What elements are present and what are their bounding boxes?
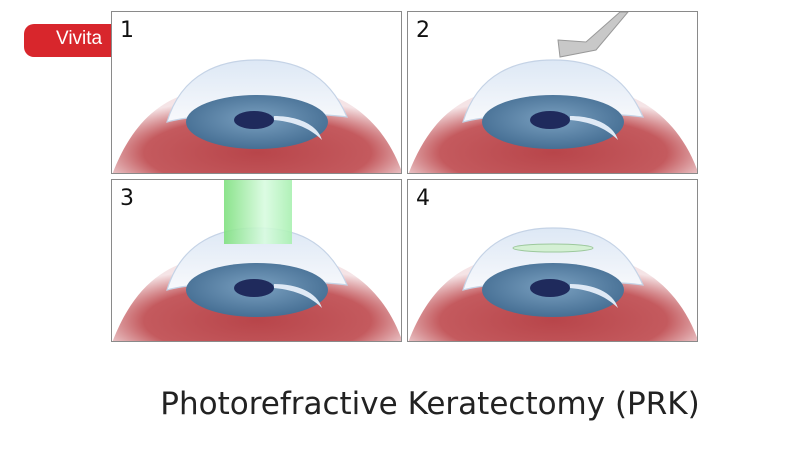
step-panel-3: 3 — [111, 179, 402, 342]
step-panel-1: 1 — [111, 11, 402, 174]
eye-illustration — [112, 180, 401, 341]
step-number: 2 — [416, 18, 430, 43]
step-panel-2: 2 — [407, 11, 698, 174]
step-panel-4: 4 — [407, 179, 698, 342]
step-number: 3 — [120, 186, 134, 211]
brand-logo-text: Vivita — [56, 28, 103, 49]
laser-beam — [224, 180, 292, 244]
contact-lens — [512, 243, 594, 253]
diagram-title: Photorefractive Keratectomy (PRK) — [160, 386, 700, 422]
eye-illustration — [408, 227, 697, 341]
eye-illustration — [408, 12, 697, 173]
step-number: 1 — [120, 18, 134, 43]
spatula-icon — [557, 12, 629, 58]
step-number: 4 — [416, 186, 430, 211]
eye-illustration — [112, 59, 401, 173]
